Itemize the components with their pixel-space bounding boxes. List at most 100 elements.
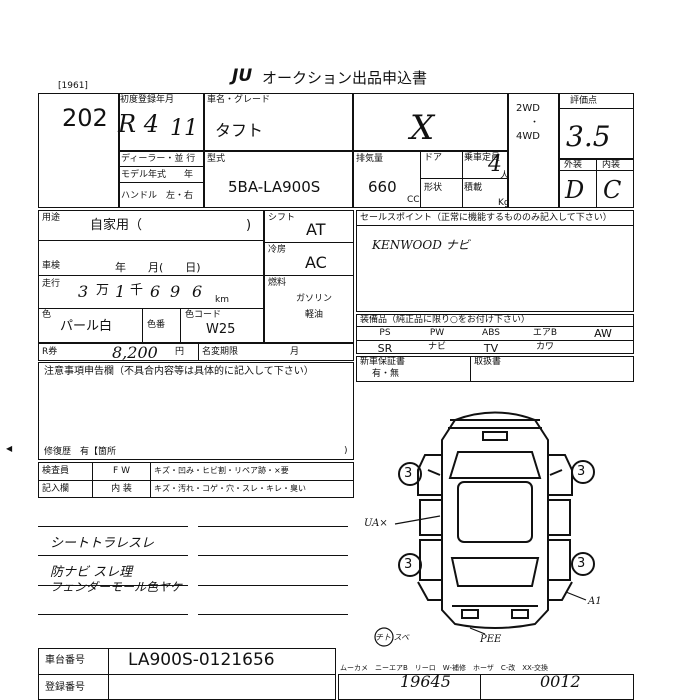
damage-mark-3: 3 xyxy=(404,557,413,572)
sales-point-text: KENWOOD ナビ xyxy=(372,238,470,252)
shift-value: AT xyxy=(306,220,326,239)
exterior-grade-value: D xyxy=(565,176,585,204)
footer-box xyxy=(338,674,634,700)
ju-logo: JU xyxy=(232,66,253,86)
recycle-label: R券 xyxy=(42,347,58,357)
footer-handwritten-1: 19645 xyxy=(400,672,451,691)
recycle-unit: 円 xyxy=(175,347,185,357)
remark-2: 防ナビ スレ理 xyxy=(50,565,133,580)
equip-tv: TV xyxy=(483,342,499,355)
interior-grade-value: C xyxy=(603,176,622,204)
model-name-value: タフト xyxy=(215,121,264,140)
margin-marker: ◀ xyxy=(6,444,13,453)
lot-number: 202 xyxy=(62,104,108,132)
color-code-label: 色コード xyxy=(185,310,222,320)
equipment-label: 装備品（純正品に限り○をお付け下さい） xyxy=(360,315,530,325)
katashiki-label: 型式 xyxy=(207,154,226,164)
fuel-options: ガソリン 軽油 xyxy=(295,294,342,320)
chassis-value: LA900S-0121656 xyxy=(128,650,275,670)
notes-label: 注意事項申告欄（不具合内容等は具体的に記入して下さい） xyxy=(44,366,314,377)
meigi-month: 月 xyxy=(290,347,300,357)
interior-check-label: 内 装 xyxy=(111,484,132,494)
record-book-value: 有・無 xyxy=(372,369,400,379)
katashiki-value: 5BA-LA900S xyxy=(228,178,321,196)
color-no-label: 色番 xyxy=(147,320,166,330)
damage-mark-1: 3 xyxy=(404,466,413,481)
usage-label: 用途 xyxy=(42,213,61,223)
km-label: km xyxy=(215,295,229,305)
model-name-label: 車名・グレード xyxy=(207,95,271,105)
max-load-label: 積載 xyxy=(464,183,483,193)
drive-dot: ・ xyxy=(530,118,540,128)
interior-items: キズ・汚れ・コゲ・穴・スレ・キレ・臭い xyxy=(154,484,306,493)
equip-leather: カワ xyxy=(535,342,554,352)
aircon-value: AC xyxy=(305,253,327,272)
cc-label: CC xyxy=(407,195,420,205)
reg-month-handwritten: 11 xyxy=(170,116,198,141)
interior-label: 内装 xyxy=(602,160,621,170)
mileage-unit-man: 万 xyxy=(96,283,110,298)
damage-mark-4: 3 xyxy=(577,556,586,571)
aircon-label: 冷房 xyxy=(268,245,287,255)
dealer-label: ディーラー・並 行 xyxy=(121,154,196,164)
color-value: パール白 xyxy=(60,319,113,334)
people-label: 人 xyxy=(500,171,510,181)
grade-value: X xyxy=(410,108,435,148)
footer-legend: ムーカメ ニーエアB リーロ W-補修 ホーザ C-改 XX-交換 xyxy=(340,664,549,672)
doors-value: 4 xyxy=(488,152,502,177)
recycle-value: 8,200 xyxy=(112,343,158,362)
damage-mark-2: 3 xyxy=(577,464,586,479)
usage-close: ) xyxy=(246,218,252,233)
annotation-chito: チト スベ xyxy=(375,633,409,642)
chassis-label: 車台番号 xyxy=(45,655,85,666)
footer-handwritten-2: 0012 xyxy=(540,672,581,691)
mileage-digit-1: 3 xyxy=(78,282,89,301)
equip-sr: SR xyxy=(377,342,393,355)
notes-frame xyxy=(38,362,354,460)
top-block-frame xyxy=(38,93,634,208)
repair-label: 修復歴 有【箇所 xyxy=(44,447,117,457)
color-label: 色 xyxy=(42,310,52,320)
shift-label: シフト xyxy=(268,213,296,223)
equip-airbag: エアB xyxy=(532,328,558,338)
reg-year-handwritten: R 4 xyxy=(118,110,159,138)
inspector-label: 検査員 xyxy=(42,466,70,476)
score-value: 3.5 xyxy=(566,120,611,153)
equip-ps: PS xyxy=(379,328,391,338)
fw-label: F W xyxy=(113,466,130,476)
form-title: オークション出品申込書 xyxy=(262,69,428,87)
score-label: 評価点 xyxy=(570,96,598,106)
equip-pw: PW xyxy=(429,328,445,338)
repair-close: ) xyxy=(344,446,348,456)
shift-frame xyxy=(264,210,354,343)
mileage-digit-3: 6 xyxy=(150,282,161,301)
annotation-ua: UA× xyxy=(364,518,388,529)
record-book-frame xyxy=(356,356,634,382)
sales-point-label: セールスポイント（正常に機能するもののみ記入して下さい） xyxy=(360,213,612,223)
seats-label: 乗車定員 xyxy=(464,153,501,163)
handle-label: ハンドル 左・右 xyxy=(121,191,194,201)
annotation-a1: A1 xyxy=(588,596,602,607)
entry-label: 記入欄 xyxy=(42,484,70,494)
equip-navi: ナビ xyxy=(427,342,446,352)
first-reg-label: 初度登録年月 xyxy=(120,95,175,105)
annotation-pee: PEE xyxy=(480,634,502,645)
mileage-label: 走行 xyxy=(42,279,61,289)
fuel-label: 燃料 xyxy=(268,278,287,288)
mileage-digit-2: 1 xyxy=(115,282,126,301)
equipment-frame xyxy=(356,314,634,354)
remark-1: シートトラレスレ xyxy=(50,536,155,551)
drive-4wd: 4WD xyxy=(516,131,540,142)
usage-value: 自家用（ xyxy=(90,218,143,233)
equip-aw: AW xyxy=(594,327,612,340)
meigi-label: 名変期限 xyxy=(202,347,239,357)
recycle-frame xyxy=(38,343,354,361)
kg-label: Kg xyxy=(498,198,510,208)
displacement-label: 排気量 xyxy=(356,154,384,164)
usage-frame xyxy=(38,210,264,343)
fw-items: キズ・凹み・ヒビ割・リペア跡・×要 xyxy=(154,466,289,475)
drive-2wd: 2WD xyxy=(516,103,540,114)
manual-label: 取扱書 xyxy=(474,357,502,367)
door-label: ドア xyxy=(424,153,443,163)
